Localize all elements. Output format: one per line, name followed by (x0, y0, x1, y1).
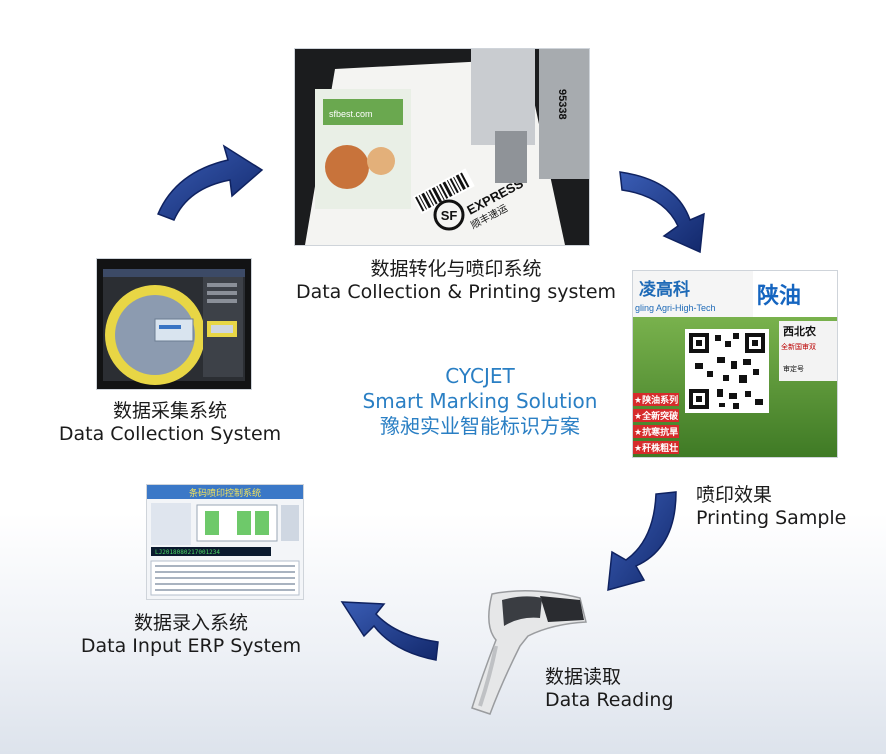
label-data-collection-en: Data Collection System (58, 423, 282, 446)
data-collection-illustration (97, 259, 251, 389)
printing-sample-photo: 凌高科 gling Agri-High-Tech 陕油 西北农 全新国审双 审定… (632, 270, 838, 458)
label-data-reading-cn: 数据读取 (545, 666, 622, 688)
brand-name-cycjet: CYCJET (445, 364, 515, 388)
sf-logo-text: SF (441, 208, 458, 223)
scanner-grip-top (502, 596, 542, 626)
arrow-printing-to-sample (619, 171, 705, 254)
panel-row-3 (207, 299, 237, 303)
panel-row-1 (207, 283, 237, 287)
printing-system-photo: SF EXPRESS 顺丰速运 sfbest.com 95338 (294, 48, 590, 246)
label-printing-system-cn: 数据转化与喷印系统 (370, 258, 542, 280)
label-data-collection: 数据采集系统 Data Collection System (30, 400, 310, 446)
label-data-collection-cn: 数据采集系统 (112, 400, 227, 422)
preview-thumb-inner (211, 325, 233, 333)
panel-row-2 (207, 291, 237, 295)
label-printing-sample: 喷印效果 Printing Sample (696, 484, 846, 530)
sf-logo (433, 199, 465, 231)
barcode-scanner-photo (462, 586, 594, 722)
label-data-input-en: Data Input ERP System (80, 635, 302, 658)
label-printing-sample-cn: 喷印效果 (696, 484, 773, 506)
brand-tagline-cn: 豫昶实业智能标识方案 (380, 414, 580, 438)
company-name: 凌高科 (639, 279, 690, 300)
erp-cell-green-1 (205, 511, 219, 535)
center-branding: CYCJET Smart Marking Solution 豫昶实业智能标识方案 (320, 364, 640, 439)
sample-bullet-4: ★秆株粗壮 (634, 442, 678, 454)
erp-buttons (281, 505, 299, 541)
print-head-nozzle (495, 131, 527, 183)
arrow-reading-to-input (340, 601, 439, 661)
scanner-body (471, 590, 587, 715)
info-line-1: 西北农 (783, 324, 816, 338)
data-input-illustration: 条码喷印控制系统 LJ2018080217001234 (147, 485, 303, 599)
data-input-photo: 条码喷印控制系统 LJ2018080217001234 (146, 484, 304, 600)
erp-titlebar (147, 485, 303, 499)
brand-tagline: Smart Marking Solution (362, 389, 598, 413)
scanner-handle-line (478, 645, 498, 707)
arrow-sample-to-reading (607, 491, 677, 592)
label-data-reading-en: Data Reading (545, 689, 674, 712)
window-titlebar (103, 269, 245, 277)
dialog-box (154, 318, 194, 342)
brand-banner (753, 271, 837, 317)
company-en: gling Agri-High-Tech (635, 303, 716, 313)
food-image (325, 145, 369, 189)
data-collection-photo (96, 258, 252, 390)
sample-bullet-3: ★抗寒抗旱 (634, 426, 678, 438)
label-printing-sample-en: Printing Sample (696, 507, 847, 530)
erp-form (151, 503, 191, 545)
label-data-reading: 数据读取 Data Reading (545, 666, 674, 712)
print-head (471, 49, 535, 145)
arrow-collection-to-printing (157, 144, 264, 221)
erp-cell-green-3 (255, 511, 269, 535)
printer-code: 95338 (556, 89, 568, 120)
product-banner (323, 99, 403, 125)
label-printing-system: 数据转化与喷印系统 Data Collection & Printing sys… (286, 258, 626, 304)
info-card (779, 321, 837, 381)
erp-barcode-line: LJ2018080217001234 (155, 549, 220, 556)
info-line-2: 全新国审双 (781, 342, 816, 351)
company-banner (633, 271, 753, 317)
sfbest-text: sfbest.com (329, 109, 373, 119)
label-data-input-cn: 数据录入系统 (133, 612, 248, 634)
printer-frame (539, 49, 589, 179)
brand-name: 陕油 (757, 284, 801, 309)
barcode-scanner-illustration (471, 590, 587, 715)
label-data-input: 数据录入系统 Data Input ERP System (56, 612, 326, 658)
erp-barcode-bar (151, 547, 271, 556)
printing-system-illustration: SF EXPRESS 顺丰速运 sfbest.com 95338 (295, 49, 589, 245)
dialog-bar (159, 325, 181, 329)
label-printing-system-en: Data Collection & Printing system (295, 281, 617, 304)
printing-sample-illustration: 凌高科 gling Agri-High-Tech 陕油 西北农 全新国审双 审定… (633, 271, 837, 457)
qr-pattern (689, 333, 765, 409)
food-image-2 (367, 147, 395, 175)
scanner-head (540, 596, 584, 622)
sample-bullet-1: ★陕油系列 (634, 394, 678, 406)
erp-cell-green-2 (237, 511, 251, 535)
erp-title: 条码喷印控制系统 (189, 487, 261, 499)
sample-bullet-2: ★全新突破 (634, 410, 679, 422)
barcode (415, 172, 470, 212)
info-line-3: 审定号 (783, 364, 804, 373)
